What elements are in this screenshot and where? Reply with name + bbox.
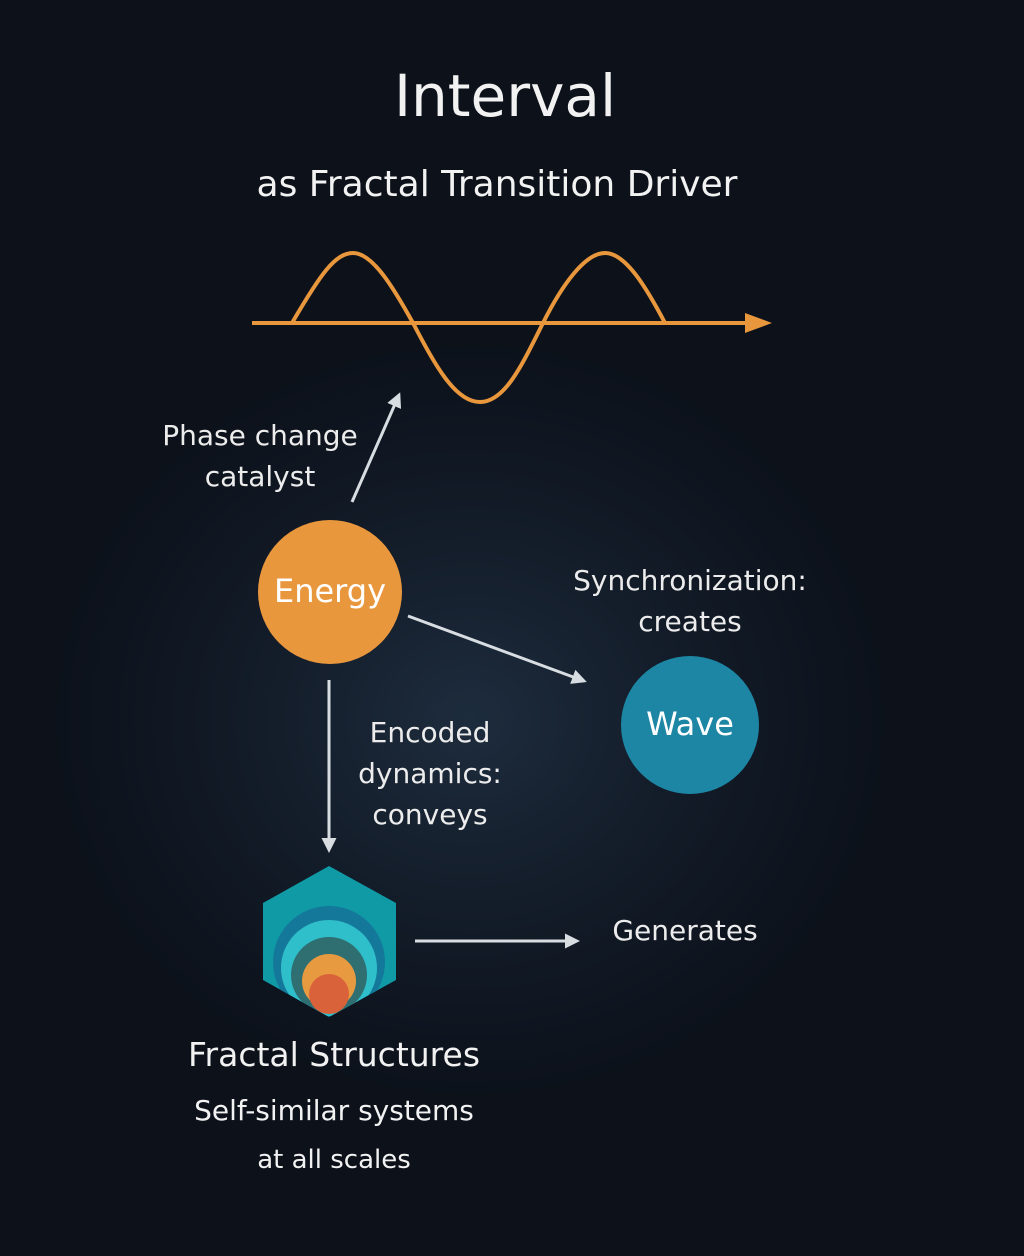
fractal-hexagon-icon (263, 866, 396, 1017)
arrow-synchronization (407, 614, 587, 684)
phase-change-label: Phase change catalyst (140, 415, 380, 497)
fractal-desc-line1: Self-similar systems (194, 1094, 474, 1127)
page-title: Interval (393, 62, 617, 130)
sync-line1: Synchronization: (573, 564, 807, 597)
generates-label: Generates (612, 914, 758, 947)
encoded-dynamics-label: Encoded dynamics: conveys (340, 712, 520, 835)
encoded-line3: conveys (372, 798, 488, 831)
wave-label: Wave (646, 705, 734, 743)
phase-line1: Phase change (162, 419, 358, 452)
energy-label: Energy (273, 572, 387, 610)
energy-node (258, 520, 402, 664)
fractal-desc-line2: at all scales (257, 1145, 411, 1175)
encoded-line2: dynamics: (358, 757, 502, 790)
sine-wave-icon (252, 250, 772, 405)
fractal-structures-title: Fractal Structures (187, 1035, 481, 1074)
encoded-line1: Encoded (369, 716, 491, 749)
synchronization-label: Synchronization: creates (555, 560, 825, 642)
arrow-phase-change (350, 392, 402, 503)
page-subtitle: as Fractal Transition Driver (256, 164, 738, 205)
sync-line2: creates (638, 605, 742, 638)
phase-line2: catalyst (204, 460, 316, 493)
wave-node (621, 656, 759, 794)
